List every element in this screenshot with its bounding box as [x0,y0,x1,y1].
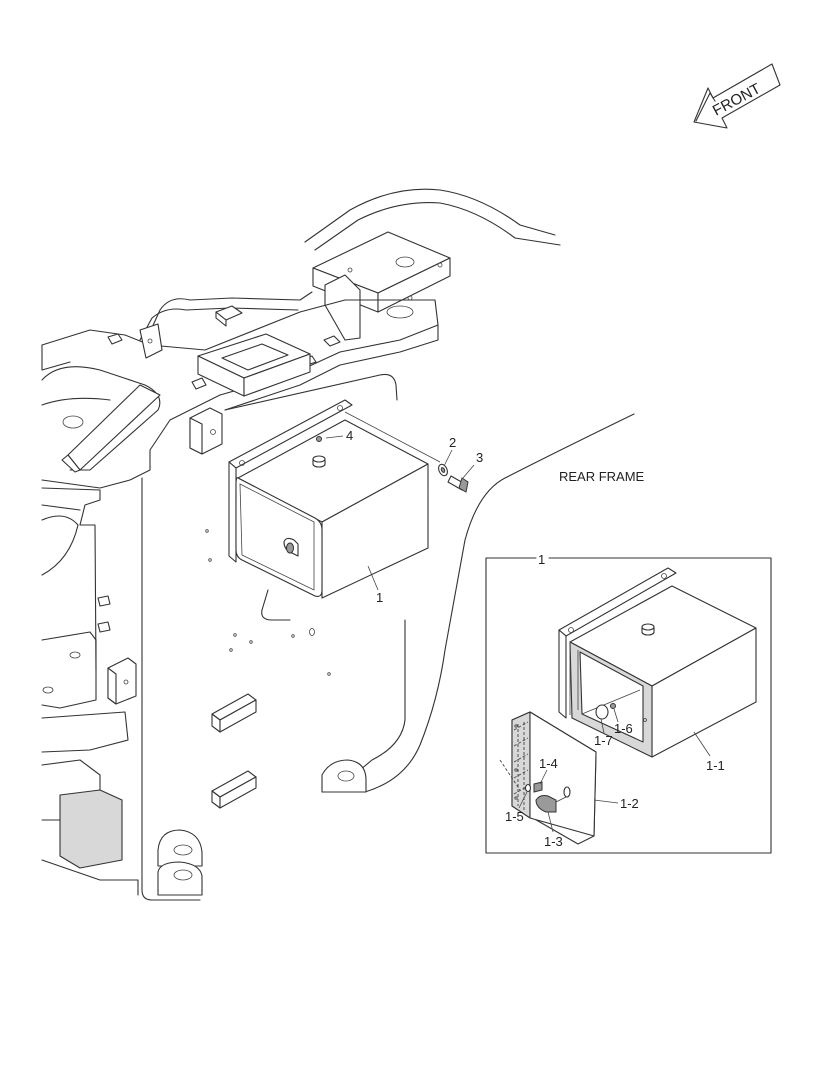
washer-part-2 [438,463,448,477]
callout-1-1: 1-1 [706,758,725,773]
rear-frame-drawing [41,188,635,901]
latch-part-1-3 [535,786,571,813]
callout-1-3: 1-3 [544,834,563,849]
box-body-part-1-1 [558,567,757,758]
main-callouts: 4 2 3 1 [325,428,483,605]
callout-1-6: 1-6 [614,721,633,736]
rear-frame-label: REAR FRAME [559,469,645,484]
callout-2: 2 [449,435,456,450]
callout-1-4: 1-4 [539,756,558,771]
knob-part-1-7 [595,704,609,720]
screw-part-1-6 [610,703,616,709]
bolt-part-3 [447,475,469,493]
callout-4: 4 [346,428,353,443]
detail-box: 1 [485,552,772,854]
callout-1-5: 1-5 [505,809,524,824]
tool-box-latch [283,537,299,557]
callout-1: 1 [376,590,383,605]
callout-3: 3 [476,450,483,465]
tool-box-assembly [228,399,441,599]
front-direction-arrow: FRONT [693,63,781,129]
callout-1-2: 1-2 [620,796,639,811]
callout-1-7: 1-7 [594,733,613,748]
screw-part-1-4 [533,781,543,793]
detail-box-title: 1 [538,552,545,567]
washer-part-1-5 [524,783,532,793]
grommet-part-4 [312,436,326,468]
door-part-1-2 [499,711,597,845]
